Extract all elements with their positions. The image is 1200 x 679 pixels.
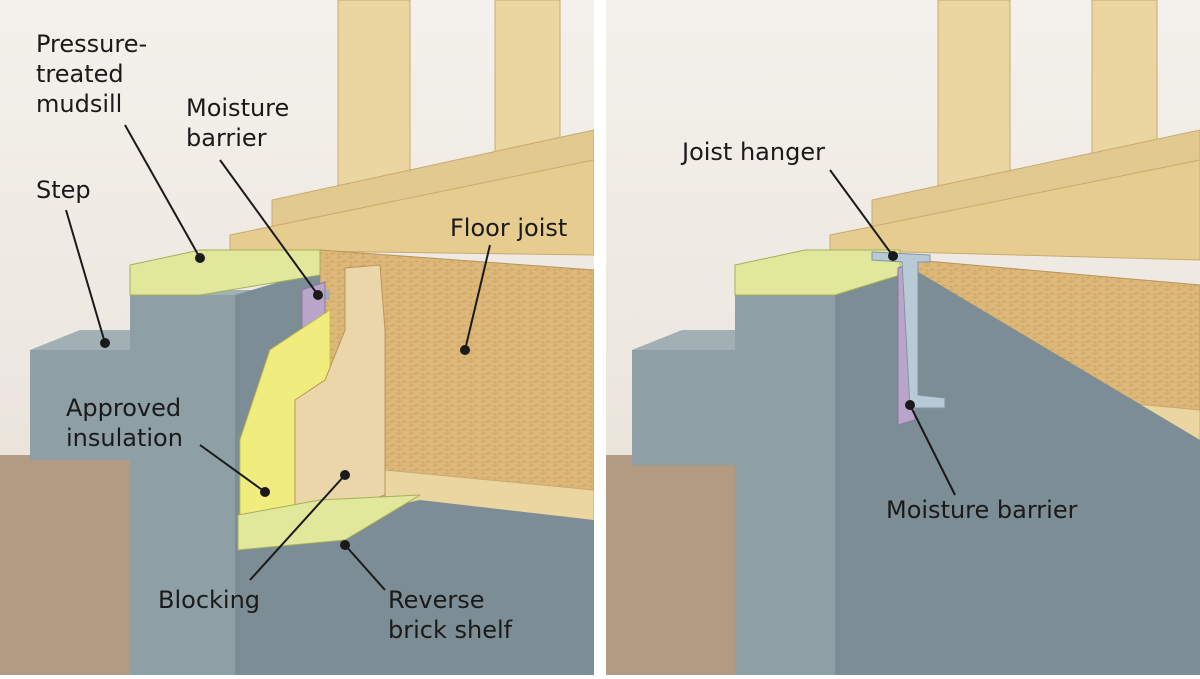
step-leader-dot [100, 338, 110, 348]
left-panel: Pressure- treated mudsill Moisture barri… [0, 0, 595, 675]
blocking-leader [249, 474, 346, 581]
label-mudsill-line-2: treated [36, 60, 124, 88]
right-moisture-barrier-leader-dot [905, 400, 915, 410]
right-wall-bottom-plate [871, 129, 1200, 229]
right-step-top [632, 330, 740, 350]
right-moisture-barrier-leader [909, 404, 956, 496]
step-leader [65, 209, 106, 344]
right-foundation-side [835, 270, 1200, 675]
label-step: Step [36, 176, 91, 204]
wall-stud-2 [494, 0, 561, 161]
foundation-wall [130, 295, 235, 675]
right-soil [606, 455, 736, 675]
wall-stud-1 [337, 0, 411, 196]
right-foundation-wall [735, 290, 835, 675]
label-brick-shelf-line-1: Reverse [388, 586, 484, 614]
floor-joist-leader-dot [460, 345, 470, 355]
label-right-moisture-barrier: Moisture barrier [886, 496, 1078, 524]
label-mudsill-line-3: mudsill [36, 90, 122, 118]
insulation-leader-dot [260, 487, 270, 497]
joist-hanger-leader [829, 169, 894, 257]
brick-shelf-leader-dot [340, 540, 350, 550]
left-soil [0, 455, 140, 675]
joist-hanger [871, 251, 946, 409]
joist-hanger-leader-dot [888, 251, 898, 261]
panel-divider [594, 0, 606, 675]
label-brick-shelf-line-2: brick shelf [388, 616, 513, 644]
right-step-block [632, 350, 740, 465]
brick-shelf [237, 494, 421, 551]
label-blocking: Blocking [158, 586, 260, 614]
mudsill-leader [124, 124, 201, 259]
mudsill [129, 249, 321, 296]
moisture-barrier-leader-dot [313, 290, 323, 300]
step-top [30, 330, 155, 350]
right-wall-stud-2 [1091, 0, 1158, 161]
label-mudsill-line-1: Pressure- [36, 30, 147, 58]
insulation-leader [199, 444, 266, 493]
right-subfloor [829, 159, 1200, 261]
label-floor-joist: Floor joist [450, 214, 567, 242]
moisture-barrier-leader [219, 159, 319, 296]
label-moisture-barrier-line-2: barrier [186, 124, 267, 152]
foundation-lower [235, 500, 594, 675]
mudsill-leader-dot [195, 253, 205, 263]
label-insulation-line-1: Approved [66, 394, 181, 422]
brick-shelf-leader [344, 544, 386, 591]
floor-joist-leader [464, 244, 491, 351]
label-moisture-barrier-line-1: Moisture [186, 94, 289, 122]
right-panel: Joist hanger Moisture barrier [606, 0, 1200, 675]
right-wall-stud-1 [937, 0, 1011, 196]
label-insulation-line-2: insulation [66, 424, 183, 452]
label-joist-hanger: Joist hanger [680, 138, 825, 166]
blocking-leader-dot [340, 470, 350, 480]
